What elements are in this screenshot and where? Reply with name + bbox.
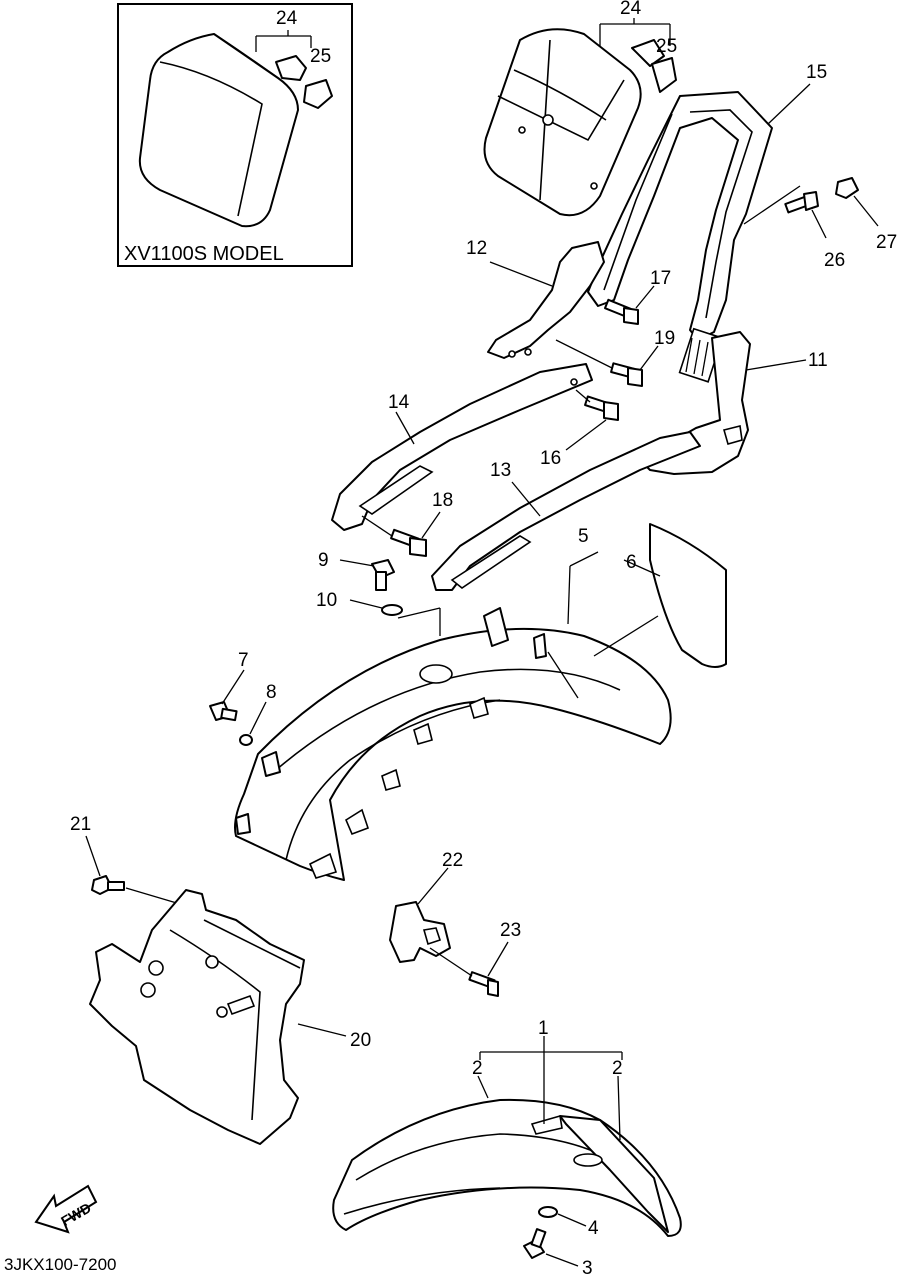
callout-11: 11	[808, 350, 828, 371]
callout-2-right: 2	[612, 1058, 623, 1079]
callout-26: 26	[824, 250, 845, 271]
washer-10	[349, 599, 403, 616]
fwd-arrow-icon: FWD	[34, 1184, 98, 1234]
bracket-12	[487, 241, 605, 359]
callout-4: 4	[588, 1218, 599, 1239]
backrest-pad	[483, 18, 677, 217]
callout-23: 23	[500, 920, 521, 941]
washer-4	[538, 1206, 587, 1227]
bolt-18	[361, 511, 441, 557]
bolt-19	[555, 339, 659, 387]
pad-mount-inset	[303, 79, 333, 109]
callout-5: 5	[578, 526, 589, 547]
callout-24-inset: 24	[276, 8, 298, 29]
callout-25-inset: 25	[310, 46, 331, 67]
bolt-16	[565, 389, 619, 451]
bolt-3	[523, 1228, 579, 1267]
callout-3: 3	[582, 1258, 593, 1277]
callout-10: 10	[316, 590, 337, 611]
screw-23	[429, 941, 509, 997]
callout-21: 21	[70, 814, 91, 835]
inner-cover-20	[89, 889, 305, 1145]
backrest-pad-inset	[138, 33, 299, 228]
callout-1: 1	[538, 1018, 549, 1039]
bolt-21	[85, 835, 181, 905]
callout-17: 17	[650, 268, 671, 289]
callout-25: 25	[656, 36, 677, 57]
bracket-11	[639, 331, 751, 475]
callout-2-left: 2	[472, 1058, 483, 1079]
callout-8: 8	[266, 682, 277, 703]
callout-22: 22	[442, 850, 463, 871]
callout-16: 16	[540, 448, 561, 469]
bracket-22	[389, 901, 451, 963]
callout-27: 27	[876, 232, 897, 253]
drawing-code: 3JKX100-7200	[4, 1255, 116, 1274]
callout-19: 19	[654, 328, 675, 349]
callout-14: 14	[388, 392, 410, 413]
bolt-9	[339, 559, 395, 591]
stay-14	[331, 363, 593, 531]
bolt-17	[604, 285, 655, 325]
callout-12: 12	[466, 238, 487, 259]
washer-8	[239, 701, 267, 746]
callout-6: 6	[626, 552, 637, 573]
callout-18: 18	[432, 490, 453, 511]
inset-box: 24 25 XV1100S MODEL	[117, 3, 353, 267]
rear-fender	[234, 627, 672, 881]
callout-9: 9	[318, 550, 329, 571]
callout-20: 20	[350, 1030, 371, 1051]
inset-model-label: XV1100S MODEL	[124, 243, 284, 265]
mud-flap-6	[649, 523, 727, 668]
callout-24: 24	[620, 0, 642, 19]
nut-27	[835, 177, 879, 227]
pad-bracket-inset	[275, 55, 307, 81]
callout-7: 7	[238, 650, 249, 671]
callout-15: 15	[806, 62, 827, 83]
callout-13: 13	[490, 460, 511, 481]
bolt-7	[209, 669, 245, 722]
bolt-26	[784, 191, 827, 239]
